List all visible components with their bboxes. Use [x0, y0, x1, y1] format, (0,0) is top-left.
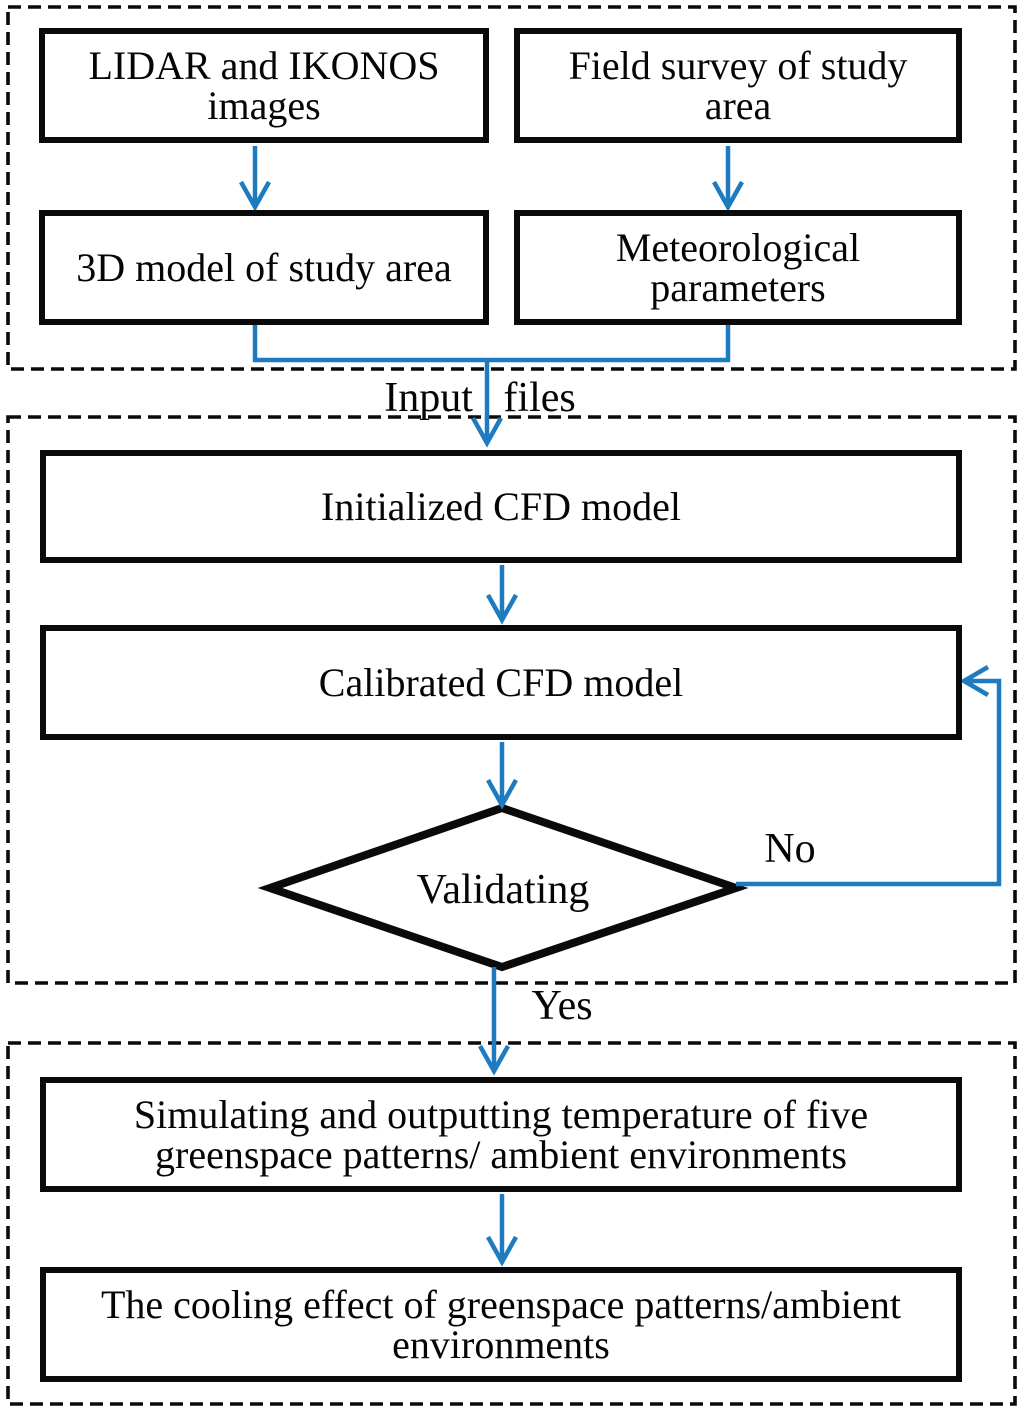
box-line: Initialized CFD model: [321, 483, 681, 529]
box-simulating-outputting: Simulating and outputting temperature of…: [40, 1077, 962, 1192]
arrow-calibrated-to-validating: [486, 742, 518, 810]
connector-merge-input-files: [252, 325, 731, 363]
validating-diamond: [257, 803, 749, 972]
box-line: environments: [392, 1321, 610, 1367]
box-cooling-effect: The cooling effect of greenspace pattern…: [40, 1267, 962, 1382]
box-line: area: [704, 82, 772, 128]
arrow-no-feedback-to-calibrated: [736, 665, 1002, 887]
box-line: images: [207, 82, 321, 128]
box-3d-model: 3D model of study area: [39, 210, 489, 325]
label-no: No: [764, 826, 816, 872]
arrow-simulating-to-cooling: [486, 1194, 518, 1267]
box-line: greenspace patterns/ ambient environment…: [155, 1131, 847, 1177]
box-line: Calibrated CFD model: [318, 659, 684, 705]
box-calibrated-cfd-model: Calibrated CFD model: [40, 625, 962, 740]
input-section-border: [6, 5, 1017, 371]
arrow-yes-to-simulating: [478, 967, 510, 1076]
label-input-files: Input files: [384, 375, 576, 421]
label-yes: Yes: [531, 983, 593, 1029]
box-meteorological-parameters: Meteorological parameters: [514, 210, 962, 325]
arrow-inputfiles-to-initialized: [471, 360, 503, 448]
box-line: Field survey of study: [568, 42, 908, 88]
label-validating: Validating: [416, 867, 590, 913]
arrow-lidar-to-3dmodel: [239, 146, 271, 212]
arrow-initialized-to-calibrated: [486, 565, 518, 625]
box-line: Meteorological: [615, 224, 861, 270]
arrow-fieldsurvey-to-meteorological: [712, 146, 744, 212]
box-field-survey: Field survey of study area: [514, 28, 962, 143]
box-lidar-ikonos-images: LIDAR and IKONOS images: [39, 28, 489, 143]
box-line: The cooling effect of greenspace pattern…: [100, 1281, 902, 1327]
cfd-model-section-border: [6, 415, 1017, 985]
output-section-border: [6, 1041, 1017, 1406]
box-line: 3D model of study area: [76, 244, 452, 290]
box-line: Simulating and outputting temperature of…: [133, 1091, 869, 1137]
box-initialized-cfd-model: Initialized CFD model: [40, 450, 962, 563]
box-line: LIDAR and IKONOS: [88, 42, 440, 88]
box-line: parameters: [650, 264, 826, 310]
